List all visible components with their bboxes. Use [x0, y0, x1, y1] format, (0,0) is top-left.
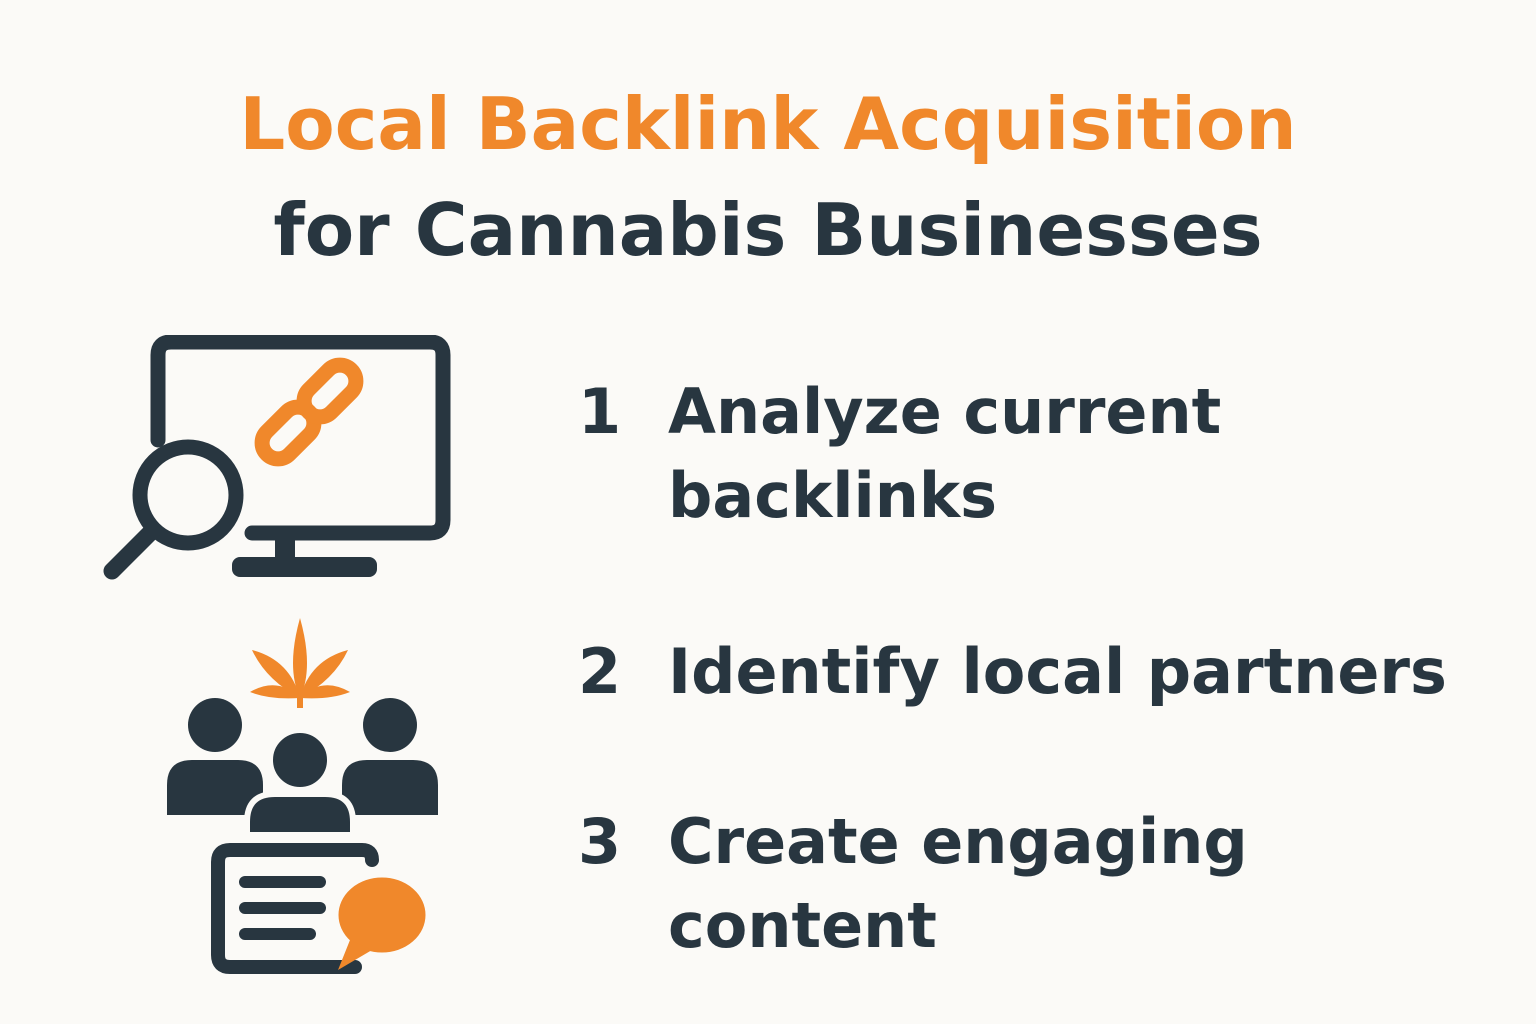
cannabis-leaf-icon [250, 618, 350, 708]
step-text-line: Create engaging [668, 805, 1248, 878]
step-text-line: Analyze current [668, 375, 1222, 448]
chain-link-icon [254, 357, 364, 467]
step-number: 1 [578, 375, 622, 448]
step-number: 2 [578, 635, 622, 708]
document-icon [211, 843, 379, 974]
step-text: Identify local partners [668, 630, 1488, 714]
partners-illustration [150, 610, 470, 980]
step-number: 3 [578, 805, 622, 878]
title-line-1: Local Backlink Acquisition [239, 82, 1297, 166]
speech-bubble-icon [333, 872, 431, 970]
magnifying-glass-icon [103, 439, 244, 580]
step-text-line: backlinks [668, 459, 997, 532]
step-text-line: content [668, 889, 937, 962]
title-line-2: for Cannabis Businesses [273, 188, 1263, 272]
analysis-illustration [100, 335, 460, 585]
step-text-line: Identify local partners [668, 635, 1447, 708]
step-text: Analyze current backlinks [668, 370, 1488, 538]
monitor-icon [150, 335, 451, 577]
step-text: Create engaging content [668, 800, 1488, 968]
people-group-icon [167, 698, 438, 838]
